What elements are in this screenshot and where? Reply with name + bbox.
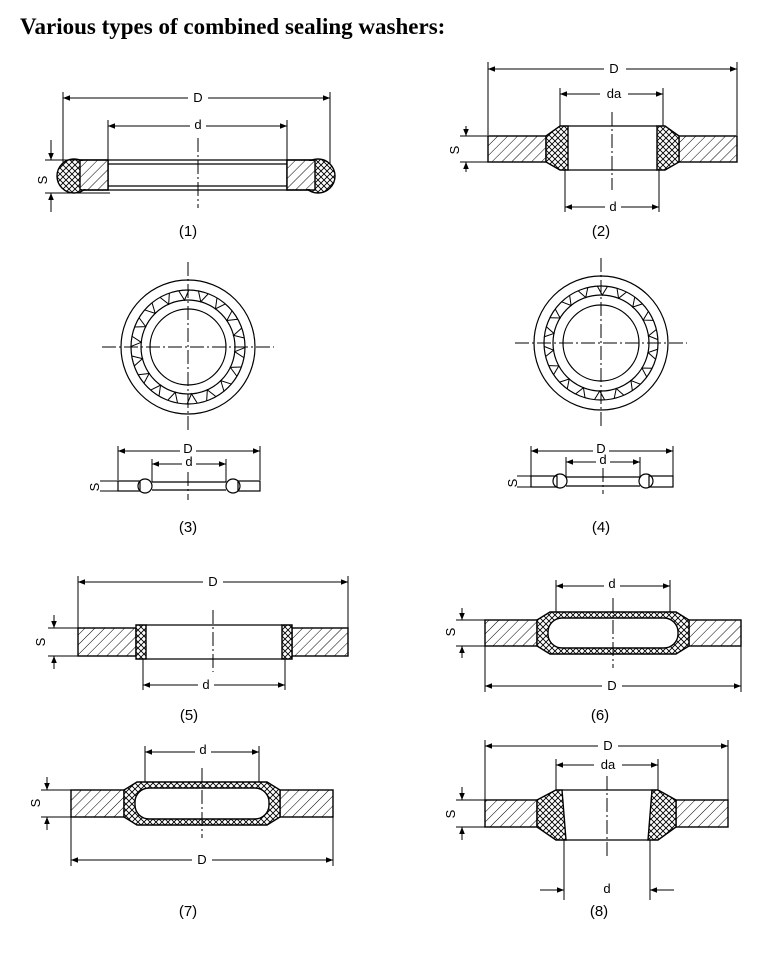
fig4-teeth — [543, 285, 659, 401]
tooth — [233, 347, 246, 359]
tooth — [596, 285, 608, 297]
fig3-s-label: S — [87, 482, 102, 491]
tooth — [632, 296, 643, 308]
tooth — [559, 378, 570, 390]
fig8-caption: (8) — [590, 903, 608, 920]
fig4-D-label: D — [596, 441, 605, 456]
fig7-s-label: S — [28, 798, 43, 807]
tooth — [134, 317, 147, 328]
fig3-D-label: D — [183, 441, 192, 456]
figure-4: D d S (4) — [505, 258, 687, 536]
fig4-s-label: S — [505, 478, 520, 487]
fig2-caption: (2) — [592, 223, 610, 240]
tooth — [647, 329, 659, 341]
tooth — [616, 288, 627, 300]
tooth — [575, 386, 586, 398]
fig7-caption: (7) — [179, 903, 197, 920]
tooth — [543, 345, 555, 357]
fig5-d-label: d — [202, 677, 209, 692]
fig8-D-label: D — [603, 738, 612, 753]
page-title: Various types of combined sealing washer… — [20, 14, 446, 39]
tooth — [130, 335, 143, 347]
fig5-s-label: S — [33, 637, 48, 646]
figure-5: D d S (5) — [33, 574, 349, 724]
figure-1: D d S (1) — [35, 90, 336, 240]
fig8-d-label: d — [603, 881, 610, 896]
tooth — [206, 388, 217, 401]
fig1-s-label: S — [35, 175, 50, 184]
fig7-d-label: d — [199, 742, 206, 757]
tooth — [186, 392, 198, 405]
figure-2: D da d S (2) — [447, 61, 738, 240]
tooth — [549, 308, 561, 319]
tooth — [577, 287, 589, 299]
fig1-D-label: D — [193, 90, 202, 105]
fig6-caption: (6) — [591, 707, 609, 724]
tooth — [642, 311, 654, 321]
figure-6: d D S (6) — [443, 576, 742, 724]
tooth — [225, 310, 238, 322]
tooth — [561, 295, 572, 307]
tooth — [138, 372, 151, 384]
fig6-d-label: d — [608, 576, 615, 591]
tooth — [197, 290, 209, 303]
tooth — [647, 348, 658, 360]
fig6-D-label: D — [607, 678, 616, 693]
figure-8: D da d S (8) — [443, 738, 729, 920]
fig3-d-label: d — [185, 454, 192, 469]
fig2-D-label: D — [609, 61, 618, 76]
fig5-caption: (5) — [180, 707, 198, 724]
fig8-da-label: da — [601, 757, 616, 772]
fig8-s-label: S — [443, 809, 458, 818]
fig6-s-label: S — [443, 627, 458, 636]
fig3-teeth — [130, 289, 246, 405]
fig2-s-label: S — [447, 145, 462, 154]
fig3-caption: (3) — [179, 519, 197, 536]
fig2-d-label: d — [609, 199, 616, 214]
tooth — [630, 379, 641, 391]
tooth — [220, 379, 232, 392]
figure-3: D d S (3) — [87, 262, 274, 536]
tooth — [144, 302, 156, 315]
tooth — [150, 384, 162, 397]
fig7-D-label: D — [197, 852, 206, 867]
tooth — [232, 327, 245, 339]
figure-7: d D S (7) — [28, 742, 334, 920]
fig4-d-label: d — [599, 452, 606, 467]
tooth — [229, 366, 242, 377]
tooth — [544, 326, 555, 338]
tooth — [641, 367, 653, 378]
tooth — [159, 293, 170, 306]
fig4-caption: (4) — [592, 519, 610, 536]
fig1-d-label: d — [194, 117, 201, 132]
tooth — [178, 289, 190, 302]
tooth — [214, 297, 226, 310]
fig1-caption: (1) — [179, 223, 197, 240]
tooth — [594, 389, 606, 401]
fig5-D-label: D — [208, 574, 217, 589]
fig2-da-label: da — [607, 86, 622, 101]
tooth — [548, 365, 560, 375]
tooth — [167, 391, 179, 404]
tooth — [131, 355, 144, 367]
tooth — [613, 387, 625, 399]
